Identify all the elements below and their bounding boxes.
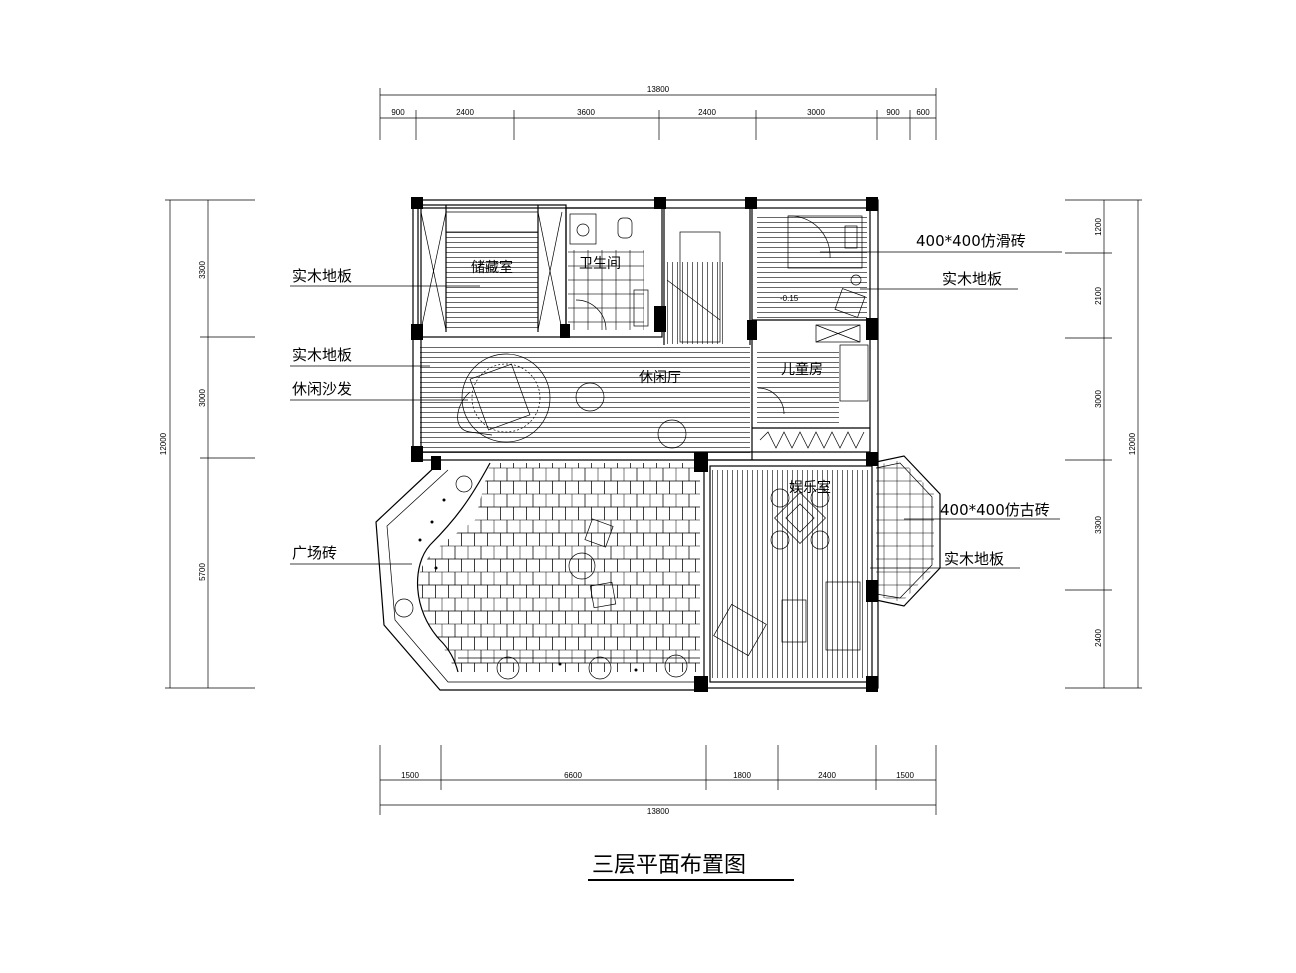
room-kids: 儿童房 xyxy=(781,361,823,378)
bottom-dim-2: 6600 xyxy=(564,771,582,780)
callout-left-3: 休闲沙发 xyxy=(292,380,352,398)
callout-right-1: 400*400仿滑砖 xyxy=(916,232,1026,250)
bottom-dim-3: 1800 xyxy=(733,771,751,780)
right-dimensions: 1200 2100 3000 3300 2400 12000 xyxy=(1065,199,1142,689)
right-dim-2: 2100 xyxy=(1094,287,1103,305)
left-dim-3: 5700 xyxy=(198,563,207,581)
right-dim-1: 1200 xyxy=(1094,218,1103,236)
top-dim-6: 900 xyxy=(886,108,900,117)
top-total-dim: 13800 xyxy=(647,85,670,94)
top-dimensions: 13800 900 2400 3600 2400 3000 900 600 xyxy=(379,85,937,140)
left-callouts: 实木地板 实木地板 休闲沙发 广场砖 xyxy=(290,267,480,565)
top-dim-7: 600 xyxy=(916,108,930,117)
callout-right-3: 400*400仿古砖 xyxy=(940,501,1050,519)
room-entertainment: 娱乐室 xyxy=(789,479,831,496)
right-dim-3: 3000 xyxy=(1094,390,1103,408)
top-dim-5: 3000 xyxy=(807,108,825,117)
bottom-dim-5: 1500 xyxy=(896,771,914,780)
bottom-dimensions: 1500 6600 1800 2400 1500 13800 xyxy=(379,745,937,816)
right-callouts: 400*400仿滑砖 实木地板 400*400仿古砖 实木地板 xyxy=(820,232,1062,569)
callout-right-2: 实木地板 xyxy=(942,270,1002,288)
left-dim-2: 3000 xyxy=(198,389,207,407)
bottom-dim-4: 2400 xyxy=(818,771,836,780)
callout-left-2: 实木地板 xyxy=(292,346,352,364)
room-labels: 储藏室 卫生间 休闲厅 儿童房 娱乐室 -0.15 xyxy=(471,256,831,496)
columns xyxy=(411,197,878,692)
top-dim-2: 2400 xyxy=(456,108,474,117)
furniture xyxy=(394,215,869,680)
floor-finishes xyxy=(418,213,934,678)
callout-right-4: 实木地板 xyxy=(944,550,1004,568)
bottom-dim-1: 1500 xyxy=(401,771,419,780)
left-dim-1: 3300 xyxy=(198,261,207,279)
room-bathroom: 卫生间 xyxy=(579,256,621,272)
callout-left-1: 实木地板 xyxy=(292,267,352,285)
top-dim-1: 900 xyxy=(391,108,405,117)
room-storage: 储藏室 xyxy=(471,259,513,276)
callout-left-4: 广场砖 xyxy=(292,544,337,562)
left-dimensions: 12000 3300 3000 5700 xyxy=(159,199,255,689)
bottom-total-dim: 13800 xyxy=(647,807,670,816)
right-dim-4: 3300 xyxy=(1094,516,1103,534)
top-dim-4: 2400 xyxy=(698,108,716,117)
right-total-dim: 12000 xyxy=(1128,432,1137,455)
plan-title: 三层平面布置图 xyxy=(592,853,746,878)
right-dim-5: 2400 xyxy=(1094,629,1103,647)
left-total-dim: 12000 xyxy=(159,432,168,455)
top-dim-3: 3600 xyxy=(577,108,595,117)
drawing-title: 三层平面布置图 xyxy=(588,853,794,881)
room-lounge: 休闲厅 xyxy=(639,370,681,386)
floor-level-mark: -0.15 xyxy=(780,294,799,303)
